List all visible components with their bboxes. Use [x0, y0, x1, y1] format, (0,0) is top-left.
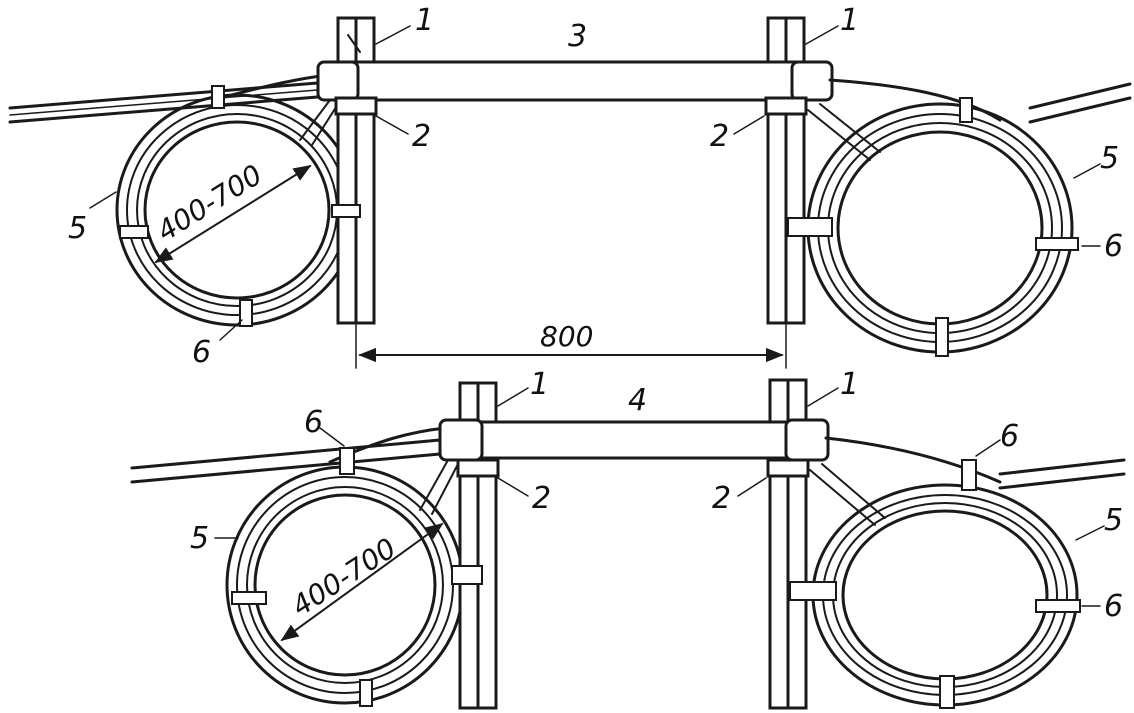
top-right-clamp-label: 2: [710, 119, 729, 154]
bottom-right-clamp: [766, 458, 810, 478]
top-bindings: [119, 85, 1079, 357]
top-right-post-label: 1: [840, 3, 859, 38]
binding-mark: [789, 581, 837, 601]
bottom-right-cable-coil: [809, 436, 1079, 707]
bottom-callouts: 1 3 4 1 2 2 6 5 6 5 6: [190, 367, 1123, 624]
top-left-clamp-label: 2: [412, 119, 431, 154]
bottom-right-binding-label: 6: [1104, 589, 1123, 624]
binding-mark: [787, 217, 833, 237]
top-right-coil-label: 5: [1100, 141, 1119, 176]
binding-mark: [961, 459, 977, 491]
top-right-clamp: [764, 96, 808, 116]
bottom-left-post-label: 1: [530, 367, 549, 402]
bottom-coil-diameter-dimension: 400-700: [280, 522, 444, 642]
binding-mark: [339, 447, 355, 475]
bottom-coil-diameter-label: 400-700: [286, 531, 402, 622]
bottom-right-top-binding-label: 6: [1000, 419, 1019, 454]
top-left-clamp: [334, 96, 378, 116]
binding-mark: [239, 299, 253, 327]
top-coil-diameter-dimension: 400-700: [151, 158, 312, 263]
binding-mark: [211, 85, 225, 109]
binding-mark: [959, 97, 973, 123]
top-right-binding-label: 6: [1104, 229, 1123, 264]
bottom-sleeve-label-4: 4: [628, 383, 647, 418]
bottom-assembly: 400-700 1 3 4 1 2 2 6 5 6 5 6: [130, 367, 1126, 710]
top-splice-sleeve: [316, 60, 834, 102]
binding-mark: [359, 679, 373, 707]
top-left-coil-label: 5: [68, 211, 87, 246]
top-sleeve-label: 3: [568, 19, 587, 54]
top-right-incoming-cable: [1028, 82, 1132, 124]
post-spacing-label: 800: [540, 320, 593, 353]
binding-mark: [939, 675, 955, 709]
binding-mark: [451, 565, 483, 585]
bottom-right-post-label: 1: [840, 367, 859, 402]
binding-mark: [119, 225, 149, 239]
bottom-splice-sleeve: [438, 418, 830, 462]
bottom-left-clamp: [456, 458, 500, 478]
bottom-right-coil-label: 5: [1104, 503, 1123, 538]
binding-mark: [331, 204, 361, 218]
bottom-left-top-binding-label: 6: [304, 405, 323, 440]
top-left-binding-label: 6: [192, 335, 211, 370]
bottom-right-incoming-cable: [998, 458, 1126, 490]
bottom-left-coil-label: 5: [190, 521, 209, 556]
bottom-left-incoming-cable: [130, 438, 442, 484]
binding-mark: [231, 591, 267, 605]
top-assembly: 400-700 1 3 1 2 2 5 5 6 6: [8, 3, 1132, 370]
binding-mark: [1035, 237, 1079, 251]
bottom-left-clamp-label: 2: [532, 481, 551, 516]
top-left-post-label: 1: [415, 3, 434, 38]
top-callouts: 1 3 1 2 2 5 5 6 6: [68, 3, 1123, 370]
bottom-bindings: [231, 447, 1081, 709]
bottom-right-clamp-label: 2: [712, 481, 731, 516]
post-spacing-dimension: 800: [355, 320, 787, 369]
binding-mark: [935, 317, 949, 357]
binding-mark: [1035, 599, 1081, 613]
